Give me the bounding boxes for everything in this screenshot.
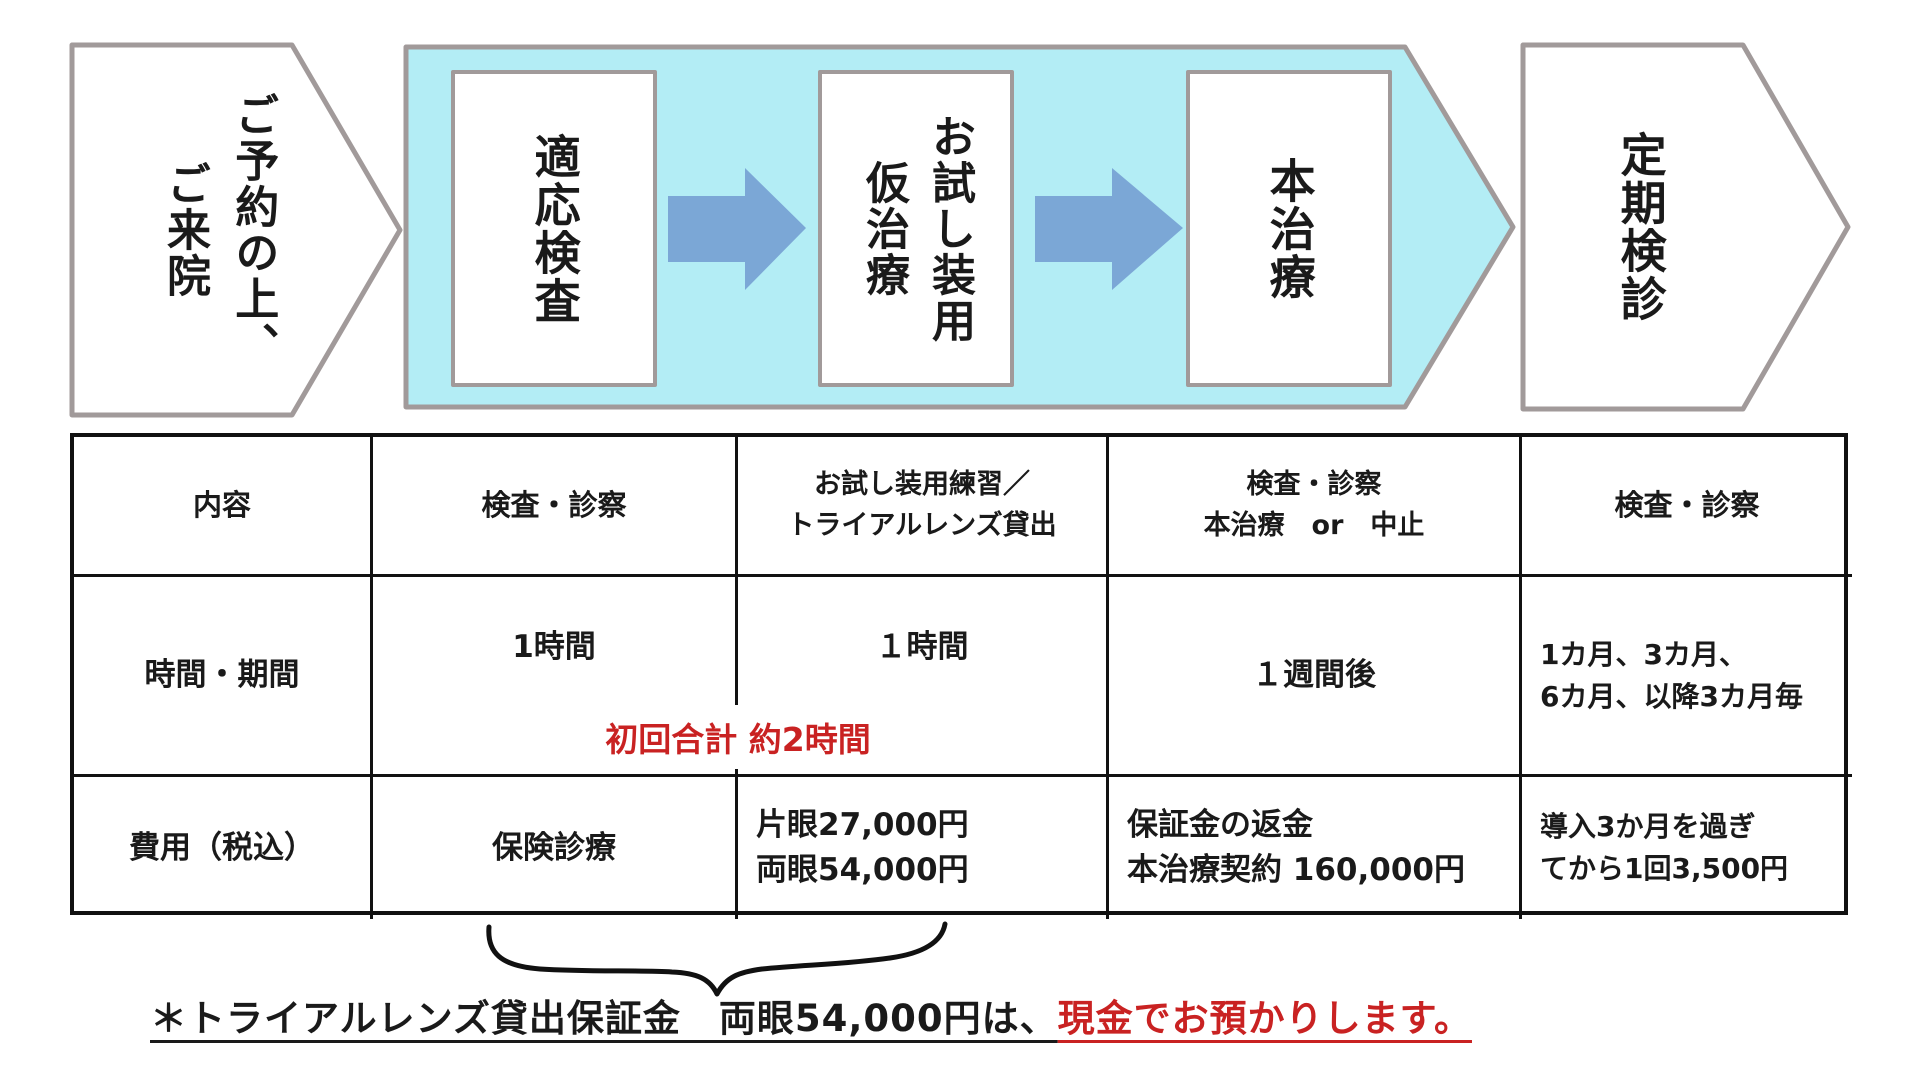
table-cell-row2-col2: 1時間 xyxy=(373,577,738,777)
flow-step-trial-label: お試し装用 仮治療 xyxy=(858,113,975,344)
flow-step-checkup-label: 定期検診 xyxy=(1613,131,1668,323)
flow-step-reservation-label: ご予約の上、 ご来院 xyxy=(159,92,279,368)
table-cell-row3-col4: 保証金の返金 本治療契約 160,000円 xyxy=(1109,777,1522,919)
table-cell-row1-col3: お試し装用練習／ トライアルレンズ貸出 xyxy=(738,437,1109,577)
arrow-right-icon xyxy=(668,168,806,290)
table-cell-row2-col4: １週間後 xyxy=(1109,577,1522,777)
first-visit-total-note: 初回合計 約2時間 xyxy=(503,705,973,769)
flow-step-treatment-label: 本治療 xyxy=(1262,156,1317,301)
pre-step-pentagon xyxy=(69,42,403,418)
table-cell-row1-col4: 検査・診察 本治療 or 中止 xyxy=(1109,437,1522,577)
table-cell-row3-col3: 片眼27,000円 両眼54,000円 xyxy=(738,777,1109,919)
underbrace-icon xyxy=(486,921,948,997)
flow-step-exam-label: 適応検査 xyxy=(527,132,582,325)
table-cell-row1-col5: 検査・診察 xyxy=(1522,437,1852,577)
table-cell-row1-col2: 検査・診察 xyxy=(373,437,738,577)
table-cell-row2-col3: １時間 xyxy=(738,577,1109,777)
table-cell-row3-col5: 導入3か月を過ぎ てから1回3,500円 xyxy=(1540,810,1789,885)
deposit-footnote-red: 現金でお預かりします。 xyxy=(1057,997,1472,1040)
table-cell-row3-col1: 費用（税込） xyxy=(74,777,373,919)
table-cell-row2-col1: 時間・期間 xyxy=(74,577,373,777)
step-box-exam xyxy=(451,70,657,387)
table-cell-row3-col2: 保険診療 xyxy=(373,777,738,919)
deposit-footnote: ＊トライアルレンズ貸出保証金 両眼54,000円は、現金でお預かりします。 xyxy=(150,988,1472,1042)
treatment-details-table: 内容 検査・診察 お試し装用練習／ トライアルレンズ貸出 検査・診察 本治療 o… xyxy=(70,433,1852,919)
table-cell-row1-col1: 内容 xyxy=(74,437,373,577)
arrow-right-icon xyxy=(1035,168,1183,290)
step-box-treatment xyxy=(1186,70,1392,387)
table-cell-row2-col5: 1カ月、3カ月、 6カ月、以降3カ月毎 xyxy=(1522,577,1852,777)
step-box-trial xyxy=(818,70,1014,387)
deposit-footnote-black: ＊トライアルレンズ貸出保証金 両眼54,000円は、 xyxy=(150,997,1058,1040)
post-step-pentagon xyxy=(1520,42,1851,412)
